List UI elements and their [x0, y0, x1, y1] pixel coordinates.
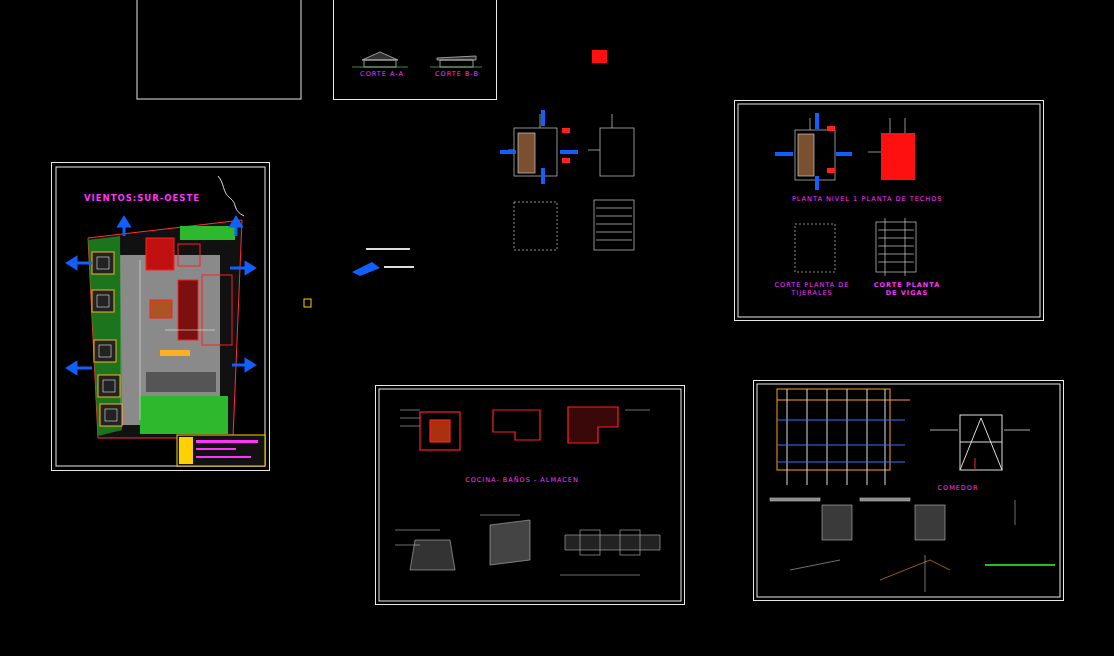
- sheet-title: COMEDOR: [936, 484, 979, 492]
- dining-sheet: COMEDOR: [753, 380, 1064, 601]
- sheet-title: CORTE PLANTA DE VIGAS: [872, 281, 942, 297]
- sheet-title: COCINA- BAÑOS - ALMACEN: [464, 476, 580, 484]
- sheet-title: CORTE A-A: [359, 70, 405, 78]
- sheet-title: VIENTOS:SUR-OESTE: [83, 193, 201, 204]
- kitchen-sheet: COCINA- BAÑOS - ALMACEN: [375, 385, 685, 605]
- sheet-title: CORTE B-B: [434, 70, 480, 78]
- structure-sheet: PLANTA NIVEL 1PLANTA DE TECHOS CORTE PLAN…: [734, 100, 1044, 321]
- sheet-title: PLANTA DE TECHOS: [861, 195, 944, 203]
- section-sheet: CORTE A-A CORTE B-B: [333, 0, 497, 100]
- sheet-title: CORTE PLANTA DE TIJERALES: [768, 281, 856, 297]
- site-plan-sheet: VIENTOS:SUR-OESTE: [51, 162, 270, 471]
- sheet-title: PLANTA NIVEL 1: [791, 195, 859, 203]
